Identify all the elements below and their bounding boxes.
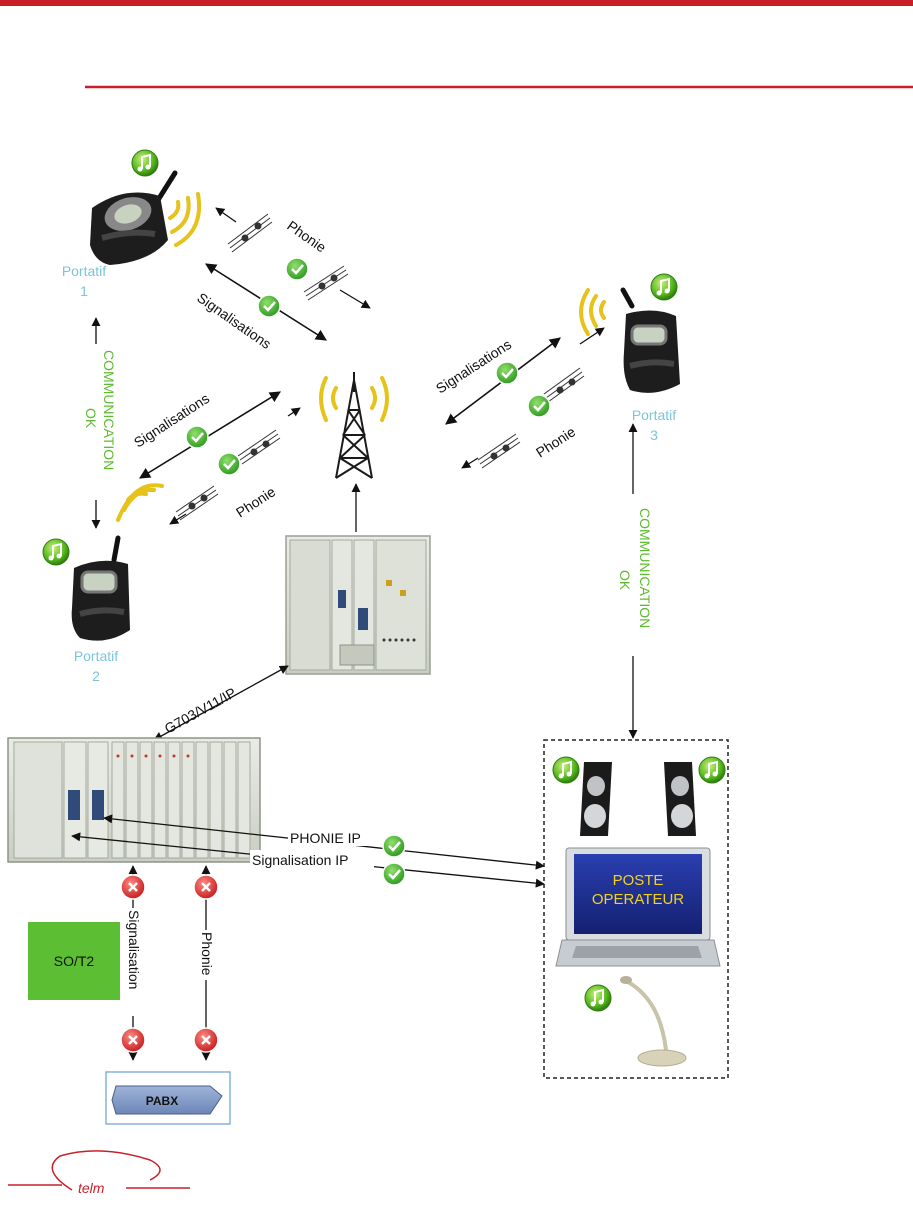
logo-text: telm <box>78 1180 105 1196</box>
p2-phonie-arrow-in <box>288 408 300 416</box>
signalisation-ip-label: Signalisation IP <box>252 852 349 868</box>
music-note-icon <box>43 539 69 565</box>
check-icon <box>186 426 208 448</box>
check-icon <box>496 362 518 384</box>
music-note-icon <box>553 757 579 783</box>
music-note-icon <box>699 757 725 783</box>
p1-phonie-label: Phonie <box>284 217 329 255</box>
check-icon <box>383 863 405 885</box>
music-note-icon <box>651 274 677 300</box>
speaker-left-icon <box>580 762 612 836</box>
p1-phonie-arrow-in <box>216 208 236 222</box>
portatif-3-number: 3 <box>650 427 658 443</box>
radio-portatif-2 <box>72 538 130 641</box>
portatif-3-label: Portatif <box>632 407 676 423</box>
portatif-2-number: 2 <box>92 668 100 684</box>
poste-label-line1: POSTE <box>613 872 664 889</box>
antenna-tower-icon <box>336 372 372 478</box>
check-icon <box>528 395 550 417</box>
check-icon <box>258 295 280 317</box>
radio-portatif-1 <box>90 173 175 265</box>
portatif-1-number: 1 <box>80 283 88 299</box>
music-note-icon <box>132 150 158 176</box>
g703-label: G703/V11/IP <box>162 684 239 736</box>
microphone-icon <box>620 976 686 1066</box>
telm-logo: telm <box>8 1151 190 1196</box>
music-note-icon <box>585 985 611 1011</box>
check-icon <box>286 258 308 280</box>
error-x-icon <box>121 1028 145 1052</box>
so-t2-label: SO/T2 <box>54 953 95 969</box>
comm-ok-right-line2: OK <box>617 570 633 591</box>
check-icon <box>383 835 405 857</box>
pabx-signalisation-label: Signalisation <box>126 910 142 989</box>
radio-waves-2 <box>118 485 162 520</box>
pabx-label: PABX <box>146 1094 178 1108</box>
speaker-right-icon <box>664 762 696 836</box>
p3-phonie-arrow-in <box>462 458 478 468</box>
error-x-icon <box>194 1028 218 1052</box>
error-x-icon <box>194 875 218 899</box>
base-station-rack <box>286 536 430 674</box>
comm-ok-left-line2: OK <box>83 408 99 429</box>
comm-ok-left-line1: COMMUNICATION <box>101 350 117 470</box>
switch-rack <box>8 738 260 862</box>
header-top-bar <box>0 0 913 6</box>
comm-ok-right-line1: COMMUNICATION <box>637 508 653 628</box>
radio-portatif-3 <box>623 290 680 393</box>
p2-phonie-label: Phonie <box>233 483 278 520</box>
radio-waves-1 <box>170 194 199 245</box>
pabx-phonie-label: Phonie <box>199 932 215 976</box>
error-x-icon <box>121 875 145 899</box>
radio-waves-3 <box>581 290 604 334</box>
p3-phonie-arrow-out <box>580 328 604 344</box>
phonie-ip-label: PHONIE IP <box>290 830 361 846</box>
poste-label-line2: OPERATEUR <box>592 891 684 908</box>
portatif-2-label: Portatif <box>74 648 118 664</box>
p1-phonie-arrow-out <box>340 290 370 308</box>
p3-phonie-label: Phonie <box>533 423 578 460</box>
check-icon <box>218 453 240 475</box>
portatif-1-label: Portatif <box>62 263 106 279</box>
